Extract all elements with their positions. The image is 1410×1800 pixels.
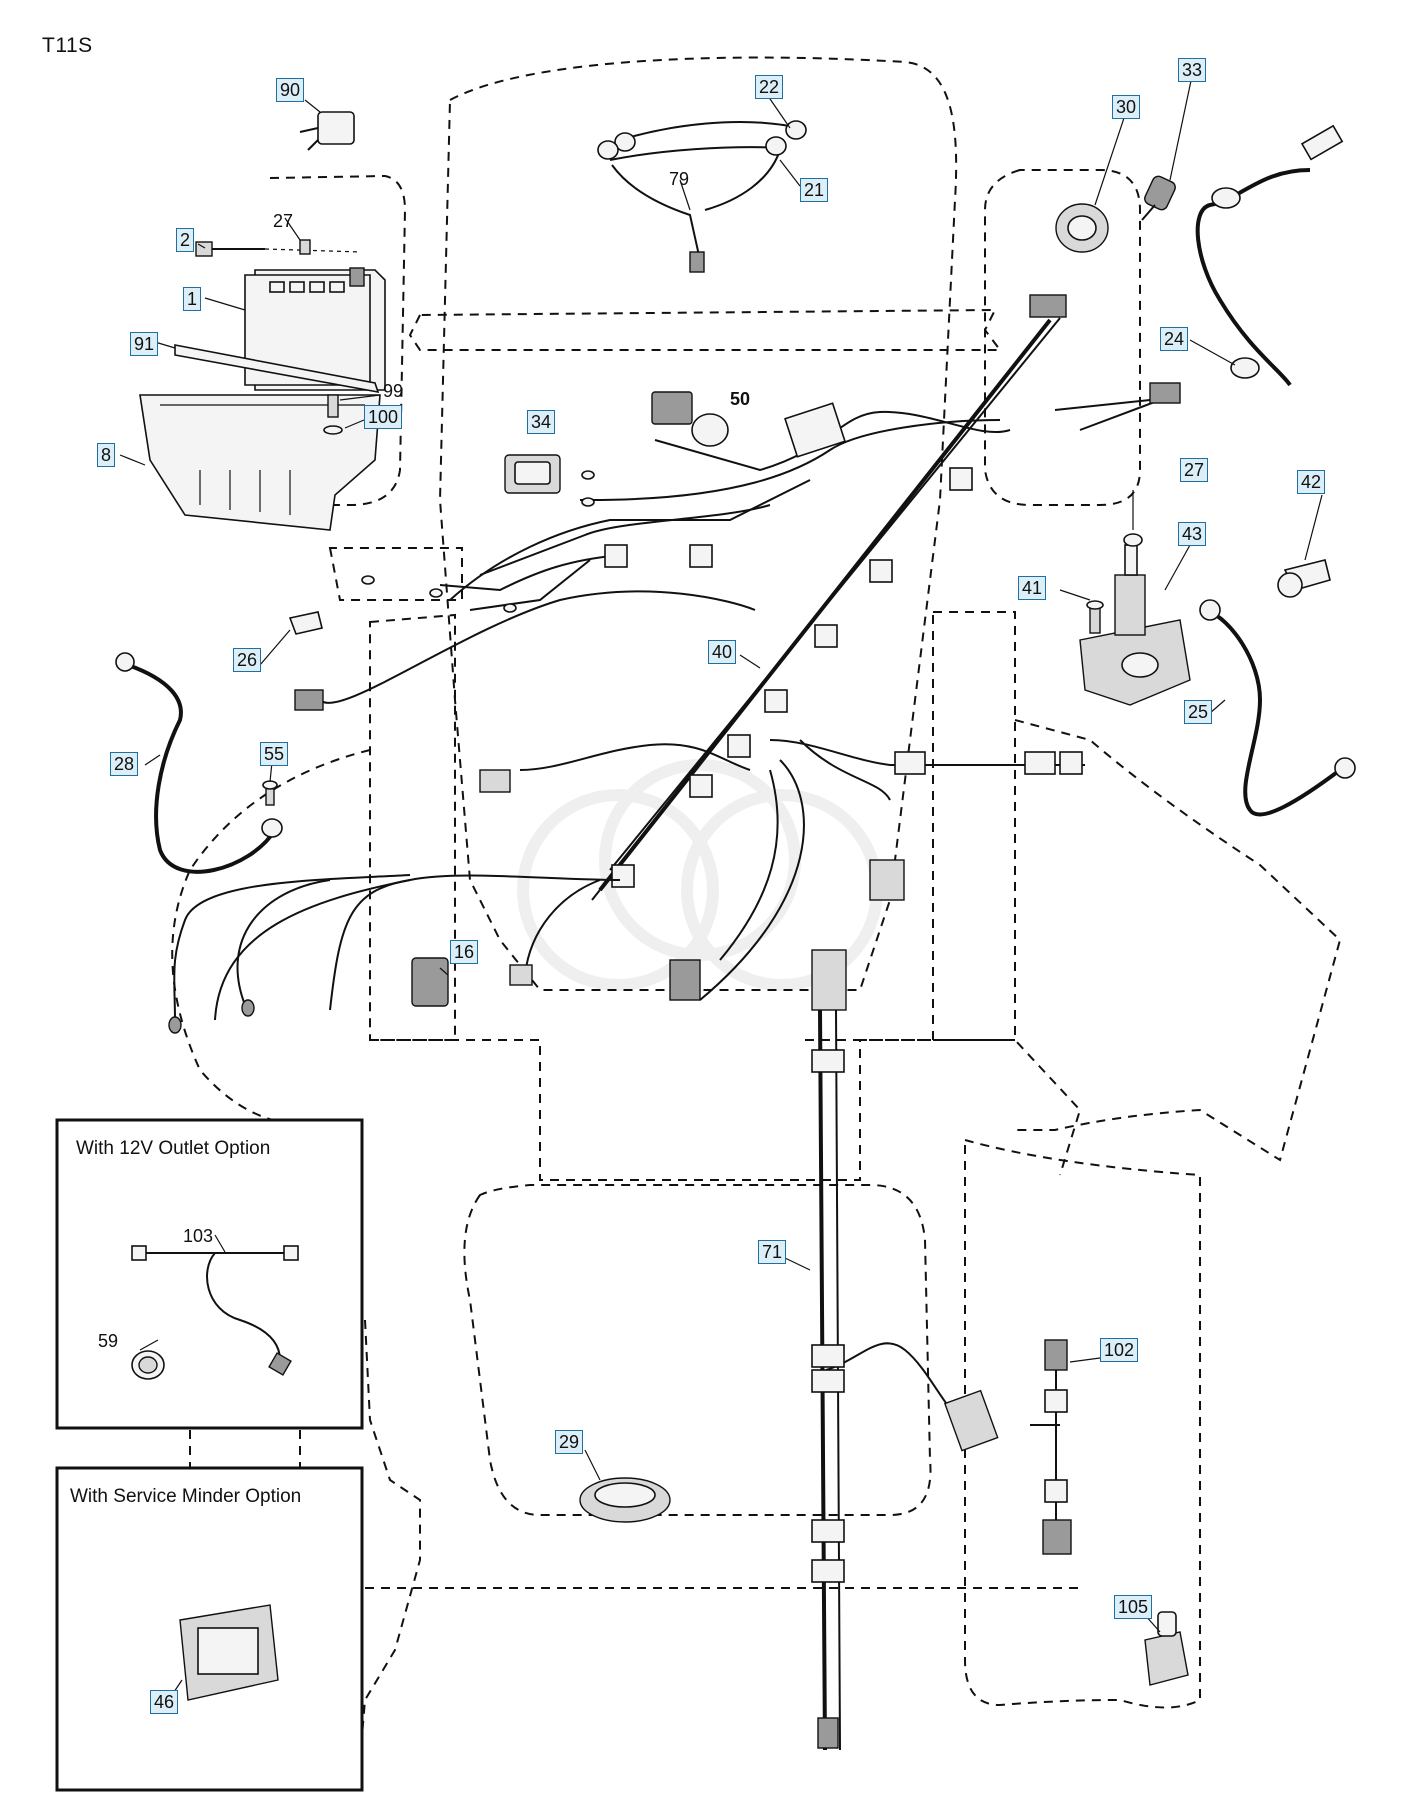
callout-26: 26 — [233, 648, 262, 672]
callout-30: 30 — [1112, 95, 1141, 119]
minder-option-title: With Service Minder Option — [70, 1486, 302, 1507]
part-1-battery — [244, 267, 386, 391]
part-34-switch — [504, 454, 561, 494]
callout-100: 100 — [364, 405, 403, 429]
part-41-screw — [1086, 600, 1104, 634]
part-27-nut — [1123, 533, 1143, 547]
part-2-bolt-27-nut — [195, 239, 361, 257]
part-21-22-79-light-harness — [597, 120, 807, 273]
callout-46: 46 — [150, 1690, 179, 1714]
part-26-fuse — [288, 611, 323, 635]
part-102-switch — [1030, 1339, 1072, 1555]
outlet-option-panel — [55, 1118, 364, 1430]
part-105-sensor — [1144, 1611, 1189, 1686]
part-50-pto-switch — [651, 391, 729, 447]
part-28-ground-cable — [115, 652, 283, 874]
callout-24: 24 — [1160, 327, 1189, 351]
callout-71: 71 — [758, 1240, 787, 1264]
part-29-grommet — [579, 1477, 671, 1523]
part-71-harness — [811, 949, 999, 1751]
minder-option-panel — [55, 1466, 364, 1792]
callout-102: 102 — [1100, 1338, 1139, 1362]
callout-34: 34 — [527, 410, 556, 434]
outlet-option-title: With 12V Outlet Option — [76, 1138, 271, 1159]
callout-55: 55 — [260, 742, 289, 766]
part-33-key — [1141, 175, 1176, 221]
left-connector-cluster — [361, 382, 1181, 613]
callout-27a: 27 — [273, 211, 294, 231]
left-lower-wires — [168, 874, 411, 1034]
part-25-cable — [1199, 599, 1356, 817]
callout-79: 79 — [669, 169, 690, 189]
part-42-terminal-boot — [1277, 559, 1331, 598]
model-code: T11S — [42, 34, 93, 57]
callout-28: 28 — [110, 752, 139, 776]
part-16-relay — [411, 957, 449, 1007]
callout-105: 105 — [1114, 1595, 1153, 1619]
part-99-100-bolt-washer — [323, 394, 343, 435]
callout-27b: 27 — [1180, 458, 1209, 482]
callout-41: 41 — [1018, 576, 1047, 600]
callout-59: 59 — [98, 1331, 119, 1351]
callout-1: 1 — [183, 287, 202, 311]
part-91-strap — [174, 344, 380, 394]
part-43-solenoid — [1079, 544, 1191, 706]
part-24-battery-cable — [1195, 124, 1344, 387]
callout-16: 16 — [450, 940, 479, 964]
callout-99: 99 — [383, 381, 404, 401]
callout-33: 33 — [1178, 58, 1207, 82]
callout-8: 8 — [97, 443, 116, 467]
callout-103: 103 — [183, 1226, 214, 1246]
part-55-screw — [262, 780, 278, 806]
callout-50: 50 — [730, 389, 751, 409]
callout-91: 91 — [130, 332, 159, 356]
part-8-battery-tray — [139, 394, 381, 531]
callout-21: 21 — [800, 178, 829, 202]
leader-lines — [119, 75, 1323, 1696]
callout-90: 90 — [276, 78, 305, 102]
callout-43: 43 — [1178, 522, 1207, 546]
callout-2: 2 — [176, 228, 195, 252]
callout-42: 42 — [1297, 470, 1326, 494]
callout-40: 40 — [708, 640, 737, 664]
callout-29: 29 — [555, 1430, 584, 1454]
part-40-main-harness — [214, 294, 1180, 1021]
part-90-relay — [299, 111, 355, 151]
callout-22: 22 — [755, 75, 784, 99]
callout-25: 25 — [1184, 700, 1213, 724]
part-30-ignition-switch — [1055, 203, 1109, 253]
